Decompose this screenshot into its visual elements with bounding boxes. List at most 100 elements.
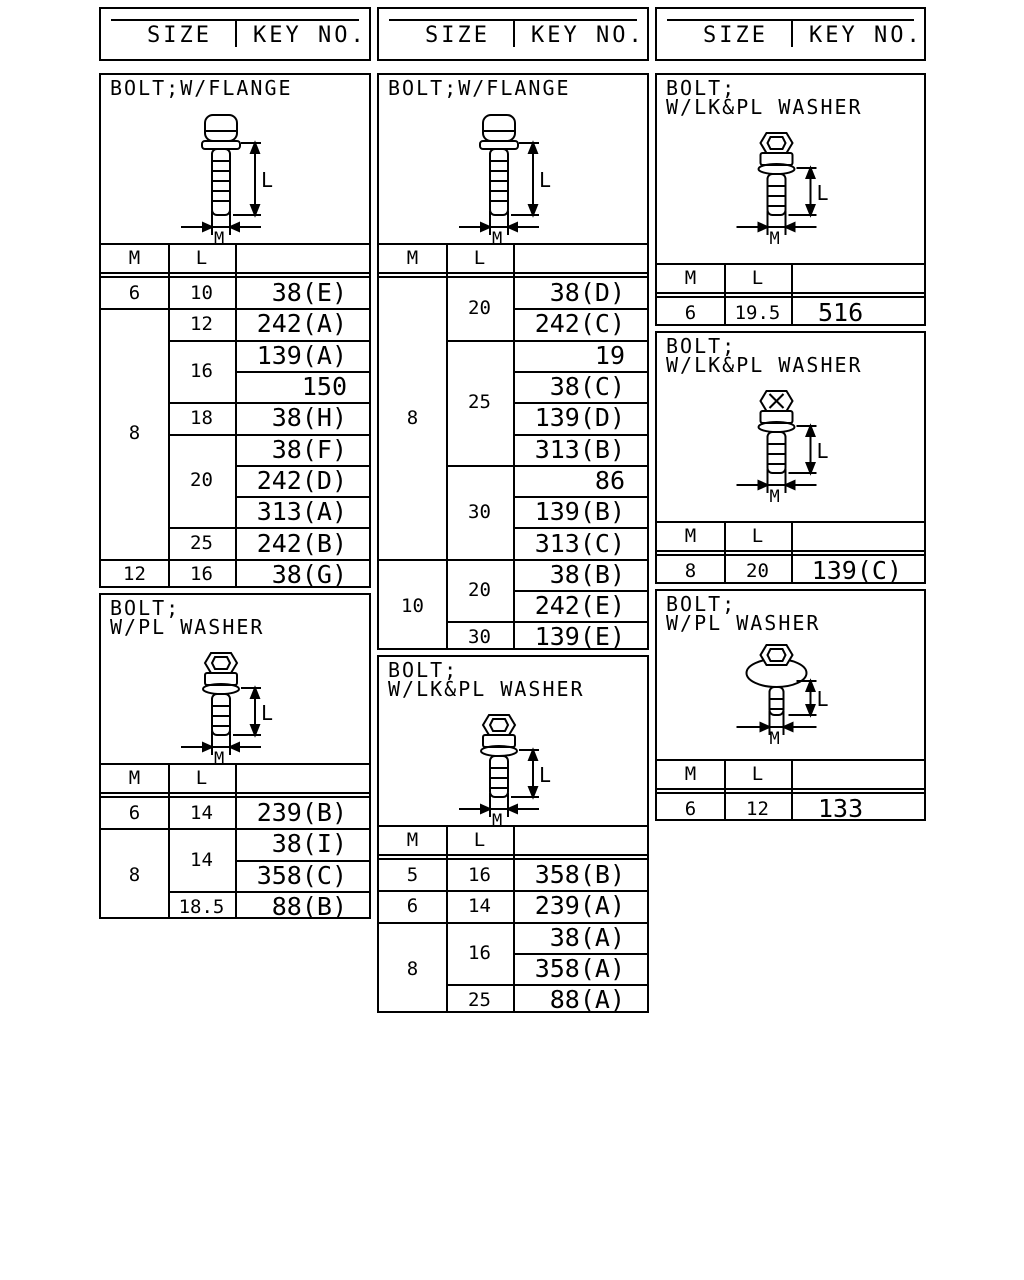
diameter-label: M [492, 811, 503, 831]
length-label: L [816, 687, 829, 711]
bolt-shank-shape [766, 431, 787, 474]
key-number: 242(E) [534, 591, 625, 621]
l-col-header: L [751, 524, 764, 547]
table-rule [235, 371, 369, 373]
flange-shape [479, 140, 519, 150]
block-title: BOLT; W/LK&PL WASHER [388, 658, 585, 701]
table-rule [513, 590, 647, 592]
table-rule [379, 559, 647, 561]
m-col-header: M [684, 524, 697, 547]
length-label: L [261, 168, 274, 192]
m-col-header: M [128, 766, 141, 789]
table-rule [513, 402, 647, 404]
key-number: 133 [818, 794, 864, 823]
flange-shape [201, 140, 241, 150]
l-size-value: 14 [190, 848, 213, 871]
key-number: 38(H) [271, 403, 347, 433]
table-rule [101, 308, 369, 310]
l-size-value: 14 [468, 894, 491, 917]
key-number: 38(D) [549, 278, 625, 308]
bolt-drawing [736, 390, 817, 493]
m-size-value: 6 [684, 301, 697, 324]
m-col-header: M [684, 762, 697, 785]
key-number: 150 [301, 372, 347, 402]
bolt-head-shape [204, 114, 238, 142]
m-size-value: 5 [406, 863, 419, 886]
table-rule [657, 550, 924, 552]
table-rule [513, 434, 647, 436]
table-rule [168, 527, 369, 529]
length-label: L [539, 762, 552, 787]
table-rule [657, 292, 924, 294]
key-number: 358(C) [256, 860, 347, 890]
length-label: L [816, 438, 829, 463]
m-size-value: 8 [128, 422, 141, 445]
l-col-header: L [195, 766, 208, 789]
bolt-drawing [459, 114, 539, 235]
header-col-1: SIZE KEY NO. [99, 7, 371, 61]
bolt-shank-shape [768, 686, 785, 716]
size-header: SIZE [425, 23, 490, 48]
l-size-value: 16 [468, 941, 491, 964]
l-size-value: 25 [468, 988, 491, 1011]
length-label: L [539, 168, 552, 192]
key-number: 239(A) [534, 891, 625, 921]
m-size-value: 8 [128, 864, 141, 887]
l-size-value: 30 [468, 500, 491, 523]
bolt-drawing [459, 714, 539, 817]
l-col-header: L [473, 828, 486, 851]
key-number: 38(C) [549, 372, 625, 402]
l-size-value: 16 [468, 863, 491, 886]
table-rule [513, 308, 647, 310]
table-rule [446, 243, 448, 648]
block-title: BOLT;W/FLANGE [110, 76, 293, 100]
key-number: 139(A) [256, 340, 347, 370]
block-title: BOLT; W/LK&PL WASHER [666, 76, 863, 119]
l-size-value: 14 [190, 801, 213, 824]
l-size-value: 16 [190, 563, 213, 586]
hex-head-shape [759, 644, 794, 666]
table-rule [513, 953, 647, 955]
diameter-label: M [769, 487, 780, 507]
block-title: BOLT; W/LK&PL WASHER [666, 334, 863, 377]
key-number: 38(G) [271, 559, 347, 589]
table-rule [724, 759, 726, 819]
table-rule [235, 763, 237, 917]
l-size-value: 30 [468, 625, 491, 648]
table-rule [657, 296, 924, 298]
header-col-2: SIZE KEY NO. [377, 7, 649, 61]
key-number: 38(E) [271, 278, 347, 308]
bolt-shank-shape [766, 173, 787, 216]
bolt-drawing [736, 644, 817, 735]
size-header: SIZE [703, 23, 768, 48]
table-rule [791, 521, 793, 582]
table-rule [513, 371, 647, 373]
table-rule [657, 554, 924, 556]
l-size-value: 18 [190, 406, 213, 429]
m-size-value: 8 [406, 406, 419, 429]
l-size-value: 10 [190, 281, 213, 304]
diameter-label: M [492, 229, 503, 249]
bolt-head-shape [482, 114, 516, 142]
l-size-value: 20 [468, 578, 491, 601]
m-size-value: 12 [123, 563, 146, 586]
table-rule [379, 890, 647, 892]
m-size-value: 6 [128, 801, 141, 824]
l-size-value: 12 [746, 797, 769, 820]
l-col-header: L [195, 246, 208, 269]
table-rule [235, 860, 369, 862]
key-number: 516 [818, 298, 864, 327]
table-rule [168, 763, 170, 917]
table-rule [168, 891, 369, 893]
size-header: SIZE [147, 23, 212, 48]
l-size-value: 25 [468, 391, 491, 414]
m-col-header: M [406, 828, 419, 851]
l-size-value: 20 [746, 559, 769, 582]
diameter-label: M [769, 229, 780, 249]
key-no-header: KEY NO. [809, 23, 923, 48]
key-number: 358(A) [534, 954, 625, 984]
